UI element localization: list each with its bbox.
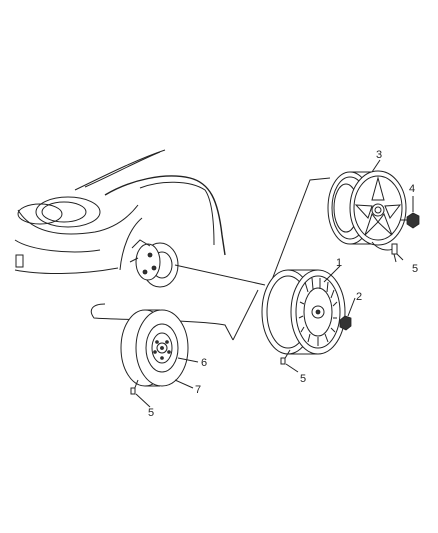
lug-nut [400,212,420,229]
spare-tire [120,309,189,387]
callout-5-spare: 5 [148,407,154,419]
steel-wheel [261,269,346,355]
callout-4: 4 [409,183,415,195]
callout-6: 6 [201,357,207,369]
callout-7: 7 [195,384,201,396]
callout-3: 3 [376,149,382,161]
lug-nut-steel [339,315,352,331]
callout-labels: 1 2 3 4 5 5 5 6 7 [148,149,418,419]
vehicle-body [14,149,226,288]
callout-5-alloy: 5 [412,263,418,275]
callout-leaders [135,159,414,408]
headlamp [35,196,101,228]
callout-2: 2 [356,291,362,303]
brake-hub-assembly [129,239,179,288]
callout-1: 1 [336,257,342,269]
callout-5-steel: 5 [300,373,306,385]
valve-stem-alloy [391,243,398,263]
valve-stem-steel [280,349,291,365]
leader-lines [90,177,331,341]
valve-stem-spare [130,379,139,395]
alloy-wheel [327,170,407,251]
